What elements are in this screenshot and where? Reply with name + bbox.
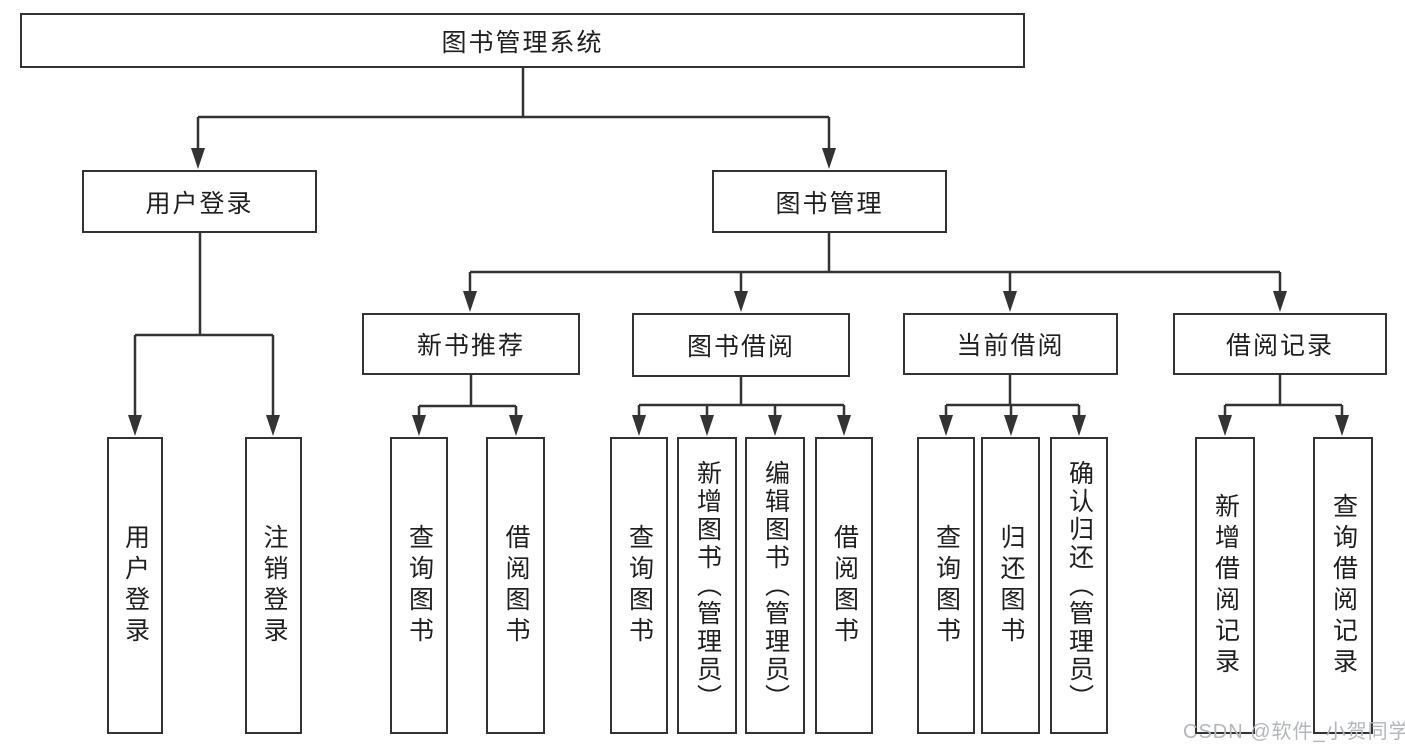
node-book-borrowing-label: 图书借阅	[686, 333, 795, 361]
leaf-borrow-books-recommend: 借阅图书	[486, 437, 545, 734]
node-borrowing-records: 借阅记录	[1173, 313, 1387, 375]
leaf-query-books-recommend-label: 查询图书	[405, 523, 434, 648]
node-book-management-label: 图书管理	[775, 189, 884, 218]
leaf-add-borrow-record: 新增借阅记录	[1195, 437, 1255, 734]
node-user-login-label: 用户登录	[145, 189, 254, 218]
leaf-borrow-books-label: 借阅图书	[830, 523, 859, 648]
node-borrowing-records-label: 借阅记录	[1225, 332, 1334, 360]
leaf-add-books-admin: 新增图书（管理员）	[677, 437, 737, 734]
node-current-borrowing-label: 当前借阅	[956, 332, 1065, 360]
node-user-login: 用户登录	[82, 170, 317, 233]
leaf-logout-label: 注销登录	[260, 523, 288, 648]
leaf-query-books-current-label: 查询图书	[932, 523, 961, 648]
leaf-add-books-admin-label: 新增图书（管理员）	[693, 459, 722, 712]
leaf-query-books-current: 查询图书	[917, 437, 975, 734]
leaf-logout: 注销登录	[245, 437, 302, 734]
node-book-management: 图书管理	[712, 170, 947, 233]
leaf-borrow-books: 借阅图书	[815, 437, 873, 734]
node-new-book-recommend-label: 新书推荐	[416, 332, 525, 360]
leaf-edit-books-admin-label: 编辑图书（管理员）	[761, 459, 790, 712]
leaf-return-books: 归还图书	[981, 437, 1040, 734]
leaf-borrow-books-recommend-label: 借阅图书	[502, 523, 530, 648]
node-root-system-label: 图书管理系统	[441, 28, 604, 57]
leaf-query-books-borrow: 查询图书	[610, 437, 668, 734]
leaf-query-books-borrow-label: 查询图书	[625, 523, 654, 648]
leaf-return-books-label: 归还图书	[997, 523, 1025, 648]
leaf-user-login-label: 用户登录	[121, 523, 150, 648]
leaf-query-borrow-record-label: 查询借阅记录	[1329, 492, 1358, 679]
leaf-add-borrow-record-label: 新增借阅记录	[1211, 492, 1240, 679]
node-book-borrowing: 图书借阅	[632, 313, 850, 377]
node-root-system: 图书管理系统	[20, 13, 1025, 68]
leaf-query-books-recommend: 查询图书	[390, 437, 448, 734]
leaf-edit-books-admin: 编辑图书（管理员）	[745, 437, 805, 734]
leaf-confirm-return-admin: 确认归还（管理员）	[1050, 437, 1108, 734]
leaf-confirm-return-admin-label: 确认归还（管理员）	[1065, 459, 1094, 712]
node-new-book-recommend: 新书推荐	[362, 313, 580, 375]
node-current-borrowing: 当前借阅	[903, 313, 1118, 375]
leaf-user-login: 用户登录	[107, 437, 163, 734]
csdn-watermark: CSDN @软件_小贺同学	[1183, 721, 1405, 743]
leaf-query-borrow-record: 查询借阅记录	[1313, 437, 1373, 734]
